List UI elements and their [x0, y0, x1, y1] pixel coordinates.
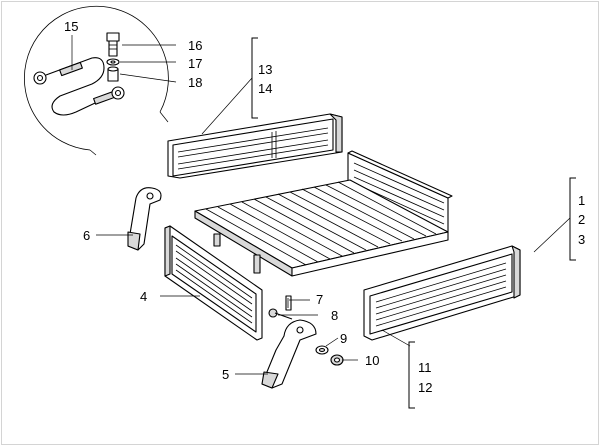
callout-5: 5	[222, 367, 229, 382]
callout-1: 1	[578, 193, 585, 208]
hinge-bracket-lower	[261, 319, 317, 389]
hinge-nut	[330, 354, 344, 366]
callout-12: 12	[418, 380, 432, 395]
washer	[106, 58, 120, 66]
callout-18: 18	[188, 75, 202, 90]
callout-16: 16	[188, 38, 202, 53]
hinge-washer	[315, 345, 329, 355]
callout-9: 9	[340, 331, 347, 346]
grouping-brackets	[251, 37, 576, 409]
lock-pin	[285, 295, 292, 311]
callout-14: 14	[258, 81, 272, 96]
leader-lines	[71, 35, 571, 375]
callout-6: 6	[83, 228, 90, 243]
callout-13: 13	[258, 62, 272, 77]
detail-circle	[24, 5, 169, 156]
callout-2: 2	[578, 212, 585, 227]
cargo-bed	[194, 150, 453, 277]
callout-7: 7	[316, 292, 323, 307]
callout-17: 17	[188, 56, 202, 71]
callout-labels: 15 16 17 18 13 14 1 2 3 6 4 7 8 9 10 11 …	[64, 19, 585, 395]
callout-8: 8	[331, 308, 338, 323]
left-side-panel	[164, 225, 263, 341]
callout-3: 3	[578, 232, 585, 247]
callout-15: 15	[64, 19, 78, 34]
right-side-panel	[363, 245, 521, 341]
callout-4: 4	[140, 289, 147, 304]
rear-tailgate-panel	[167, 113, 343, 179]
hinge-bolt	[268, 308, 293, 320]
callout-11: 11	[418, 360, 432, 375]
callout-10: 10	[365, 353, 379, 368]
bolt	[106, 32, 120, 57]
safety-cable	[33, 57, 125, 116]
spacer	[107, 66, 119, 82]
hinge-bracket-upper	[127, 187, 162, 251]
